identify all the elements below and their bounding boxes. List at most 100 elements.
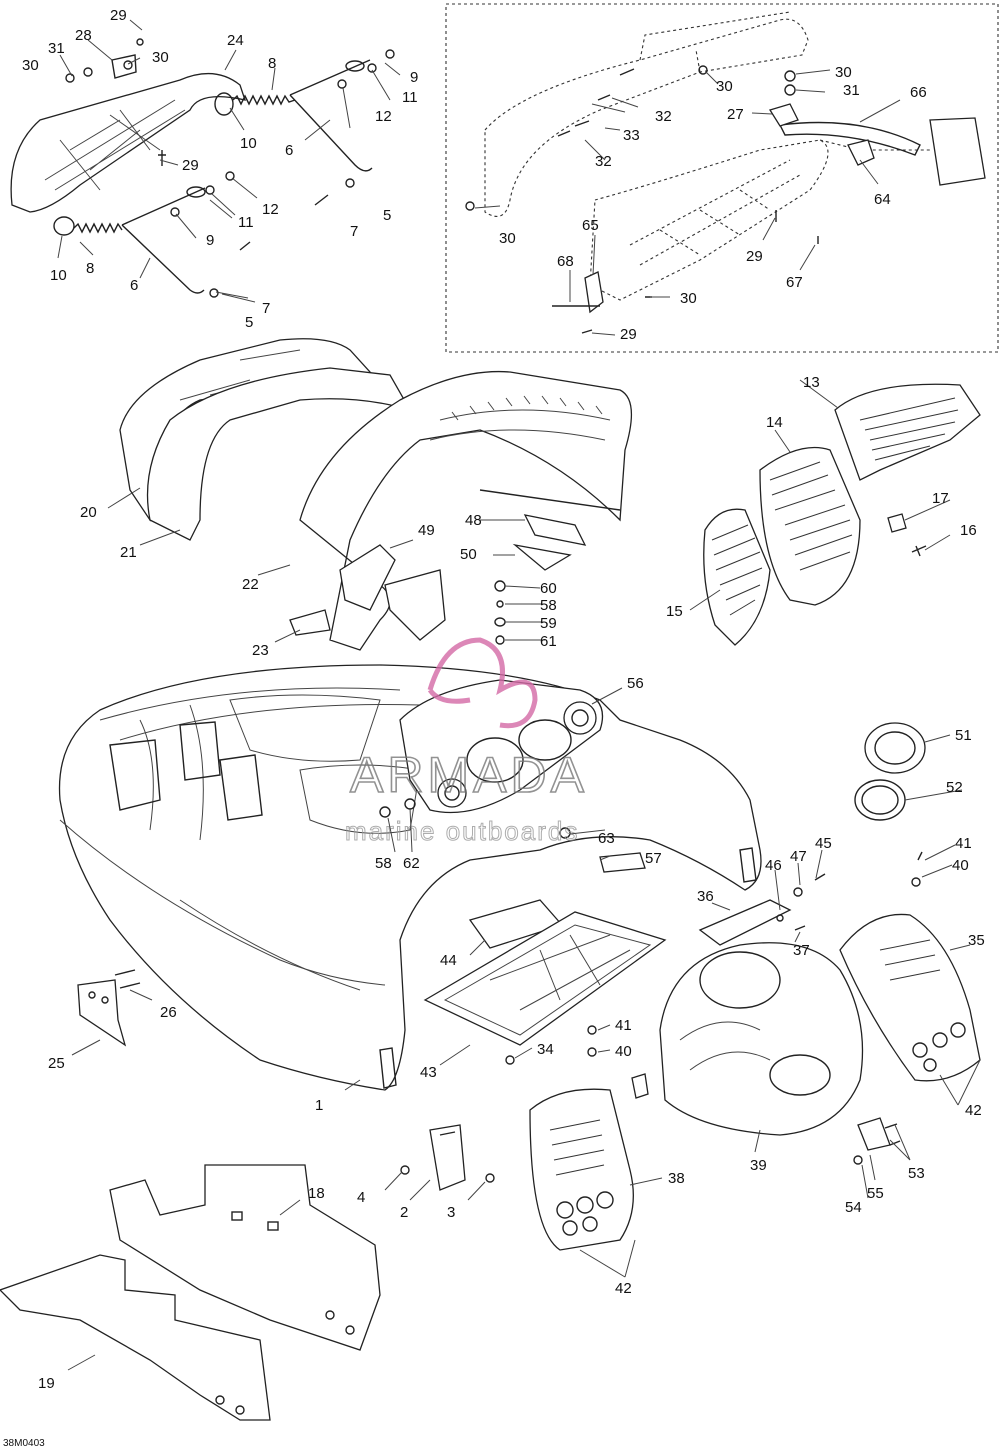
- callout-66: 66: [910, 84, 927, 101]
- callout-39: 39: [750, 1157, 767, 1174]
- bracket-25-26: [77, 969, 141, 1047]
- callout-29: 29: [182, 157, 199, 174]
- callout-30: 30: [152, 49, 169, 66]
- callout-6: 6: [285, 142, 293, 159]
- callout-54: 54: [845, 1199, 862, 1216]
- callout-35: 35: [968, 932, 985, 949]
- leader-lines: [57, 19, 981, 1371]
- callout-65: 65: [582, 217, 599, 234]
- callout-16: 16: [960, 522, 977, 539]
- callout-67: 67: [786, 274, 803, 291]
- callout-labels: 29 28 31 30 30 24 8 9 11 12 10 6 29 12 1…: [3, 7, 985, 1449]
- callout-18: 18: [308, 1185, 325, 1202]
- callout-52: 52: [946, 779, 963, 796]
- callout-37: 37: [793, 942, 810, 959]
- callout-41: 41: [615, 1017, 632, 1034]
- callout-8: 8: [86, 260, 94, 277]
- callout-2: 2: [400, 1204, 408, 1221]
- callout-3: 3: [447, 1204, 455, 1221]
- vent-covers-13-17: [703, 383, 981, 646]
- callout-64: 64: [874, 191, 891, 208]
- callout-12: 12: [262, 201, 279, 218]
- callout-9: 9: [206, 232, 214, 249]
- callout-33: 33: [623, 127, 640, 144]
- rings-51-52: [854, 722, 926, 821]
- callout-32: 32: [655, 108, 672, 125]
- callout-42: 42: [965, 1102, 982, 1119]
- callout-51: 51: [955, 727, 972, 744]
- callout-26: 26: [160, 1004, 177, 1021]
- callout-22: 22: [242, 576, 259, 593]
- callout-4: 4: [357, 1189, 365, 1206]
- callout-34: 34: [537, 1041, 554, 1058]
- callout-11: 11: [402, 89, 418, 106]
- callout-7: 7: [262, 300, 270, 317]
- callout-5: 5: [383, 207, 391, 224]
- callout-59: 59: [540, 615, 557, 632]
- watermark-logo: ARMADA marine outboards: [345, 637, 588, 847]
- main-hood: [58, 664, 762, 1091]
- hinge-53-55: [853, 1117, 901, 1165]
- callout-10: 10: [240, 135, 257, 152]
- callout-30: 30: [716, 78, 733, 95]
- callout-21: 21: [120, 544, 137, 561]
- callout-50: 50: [460, 546, 477, 563]
- callout-30: 30: [835, 64, 852, 81]
- callout-56: 56: [627, 675, 644, 692]
- callout-68: 68: [557, 253, 574, 270]
- callout-63: 63: [598, 830, 615, 847]
- callout-30: 30: [680, 290, 697, 307]
- callout-9: 9: [410, 69, 418, 86]
- callout-58: 58: [540, 597, 557, 614]
- handle-assembly-top-left: [10, 38, 395, 298]
- console-56: [379, 679, 646, 873]
- callout-48: 48: [465, 512, 482, 529]
- callout-29: 29: [620, 326, 637, 343]
- callout-61: 61: [540, 633, 557, 650]
- callout-62: 62: [403, 855, 420, 872]
- callout-27: 27: [727, 106, 744, 123]
- callout-55: 55: [867, 1185, 884, 1202]
- watermark-logo-mark: [427, 637, 538, 729]
- callout-45: 45: [815, 835, 832, 852]
- callout-28: 28: [75, 27, 92, 44]
- callout-29: 29: [110, 7, 127, 24]
- callout-12: 12: [375, 108, 392, 125]
- callout-11: 11: [238, 214, 254, 231]
- callout-30: 30: [22, 57, 39, 74]
- callout-53: 53: [908, 1165, 925, 1182]
- callout-32: 32: [595, 153, 612, 170]
- tray-43-44: [423, 851, 923, 1065]
- callout-20: 20: [80, 504, 97, 521]
- callout-60: 60: [540, 580, 557, 597]
- callout-23: 23: [252, 642, 269, 659]
- callout-30: 30: [499, 230, 516, 247]
- handle-inset-detail: [445, 3, 999, 353]
- callout-14: 14: [766, 414, 783, 431]
- callout-25: 25: [48, 1055, 65, 1072]
- callout-6: 6: [130, 277, 138, 294]
- callout-44: 44: [440, 952, 457, 969]
- callout-31: 31: [48, 40, 65, 57]
- callout-15: 15: [666, 603, 683, 620]
- callout-36: 36: [697, 888, 714, 905]
- callout-42: 42: [615, 1280, 632, 1297]
- callout-7: 7: [350, 223, 358, 240]
- callout-40: 40: [615, 1043, 632, 1060]
- body-panels: [119, 338, 633, 651]
- callout-19: 19: [38, 1375, 55, 1392]
- side-cover-38: [529, 1025, 634, 1251]
- callout-24: 24: [227, 32, 244, 49]
- callout-17: 17: [932, 490, 949, 507]
- callout-49: 49: [418, 522, 435, 539]
- foam-plates-18-19: [0, 1164, 381, 1421]
- callout-58: 58: [375, 855, 392, 872]
- callout-40: 40: [952, 857, 969, 874]
- callout-10: 10: [50, 267, 67, 284]
- watermark-brand: ARMADA: [350, 747, 588, 803]
- callout-46: 46: [765, 857, 782, 874]
- callout-38: 38: [668, 1170, 685, 1187]
- shroud-39: [631, 942, 864, 1136]
- callout-31: 31: [843, 82, 860, 99]
